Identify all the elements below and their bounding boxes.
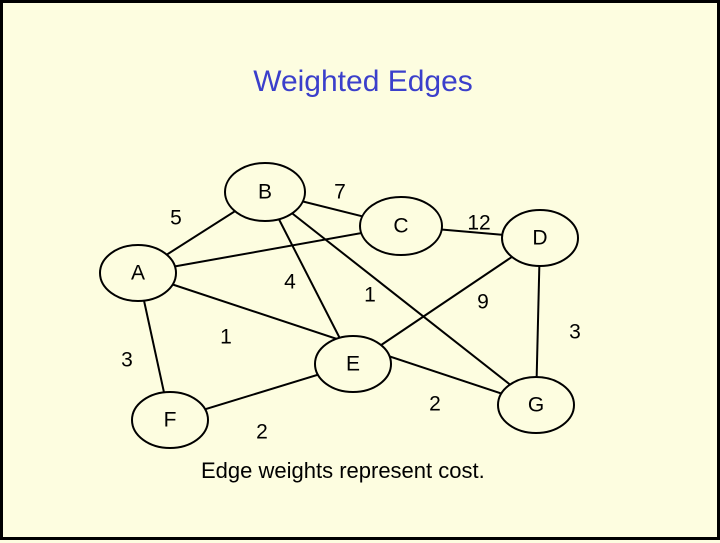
weight-label-group: 5 7 12 4 1 9 1 3 3 2 2 <box>121 181 581 444</box>
edge-weight-e-f: 2 <box>256 421 268 444</box>
edge-weight-c-d: 12 <box>467 212 490 235</box>
node-label-a: A <box>131 262 145 285</box>
edge-weight-b-c: 7 <box>334 181 346 204</box>
edge-weight-e-d: 9 <box>477 291 489 314</box>
edge-weight-a-b: 5 <box>170 207 182 230</box>
node-a <box>99 244 177 302</box>
edge-b-g <box>264 191 537 406</box>
edge-weight-a-g: 1 <box>220 326 232 349</box>
edge-weight-d-g: 3 <box>569 321 581 344</box>
page-title: Weighted Edges <box>253 65 473 98</box>
edge-e-d <box>352 237 541 365</box>
node-label-f: F <box>164 409 177 432</box>
edge-weight-a-c: 4 <box>284 271 296 294</box>
node-group: A B C D E F G <box>99 162 579 449</box>
edge-weight-b-g: 2 <box>429 393 441 416</box>
node-c <box>359 196 443 256</box>
node-f <box>131 391 209 449</box>
node-label-d: D <box>532 227 547 250</box>
edge-weight-a-f: 3 <box>121 349 133 372</box>
node-e <box>314 335 392 393</box>
node-label-b: B <box>258 181 272 204</box>
edge-b-e <box>264 191 354 365</box>
node-g <box>497 376 575 434</box>
node-d <box>501 209 579 267</box>
node-b <box>224 162 306 222</box>
node-label-e: E <box>346 353 360 376</box>
edge-a-c <box>137 225 402 274</box>
edge-weight-b-e: 1 <box>364 284 376 307</box>
caption: Edge weights represent cost. <box>201 458 485 483</box>
graph-diagram: 5 7 12 4 1 9 1 3 3 2 2 A B C D E F G <box>99 162 581 449</box>
node-label-c: C <box>393 215 408 238</box>
node-label-g: G <box>528 394 544 417</box>
